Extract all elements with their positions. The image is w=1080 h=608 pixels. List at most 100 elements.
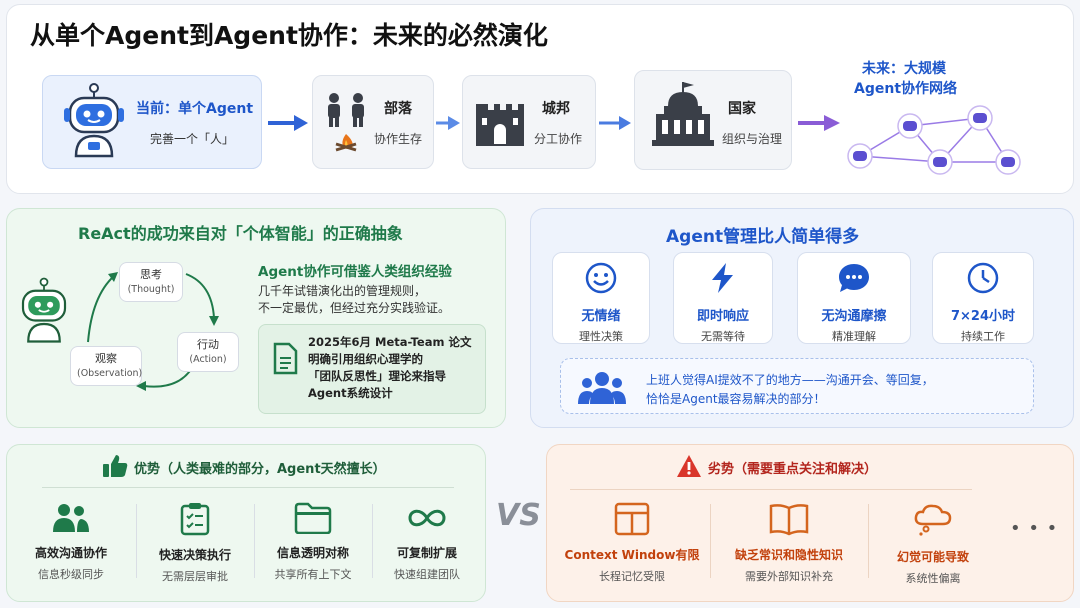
manage-card-24x7: 7×24小时 持续工作 [932,252,1034,344]
checklist-icon [180,503,210,536]
card-title: 无沟通摩擦 [821,309,887,324]
divider [710,504,711,578]
agent-network-icon [847,105,1021,175]
future-title-line1: 未来：大规模 [862,61,946,77]
cycle-node-action: 行动 (Action) [177,332,239,372]
people-campfire-icon [328,93,364,152]
arrow-icon [436,116,460,130]
card-subtitle: 精准理解 [832,330,876,343]
item-title: 高效沟通协作 [34,546,107,560]
card-subtitle: 无需等待 [701,330,745,343]
document-icon [273,342,298,375]
page-title: 从单个Agent到Agent协作：未来的必然演化 [30,21,548,50]
current-stage-title: 当前：单个Agent [136,101,254,117]
item-subtitle: 系统性偏离 [905,572,961,585]
card-subtitle: 理性决策 [579,330,623,343]
lightning-icon [712,263,733,293]
cycle-node-label: 行动 [197,338,219,351]
item-subtitle: 长程记忆受限 [599,570,665,583]
government-building-icon [652,82,714,146]
disadvantages-title: 劣势（需要重点关注和解决） [708,462,878,477]
cycle-node-sub: (Action) [189,354,227,365]
item-title: 缺乏常识和隐性知识 [734,548,843,562]
note-line: 「团队反思性」理论来指导 [308,369,446,383]
stage-title-nation: 国家 [728,101,756,117]
divider [42,487,454,488]
team-icon [53,504,89,532]
card-title: 即时响应 [696,309,749,324]
current-stage-subtitle: 完善一个「人」 [150,132,235,146]
card-subtitle: 持续工作 [961,330,1005,343]
cycle-node-sub: (Observation) [77,368,143,379]
stage-subtitle-nation: 组织与治理 [722,132,783,146]
item-title: 幻觉可能导致 [896,550,969,564]
smile-icon [585,262,617,294]
advantage-item: 信息透明对称 共享所有上下文 [254,502,372,582]
manage-card-instant: 即时响应 无需等待 [673,252,773,344]
thought-bubble-icon [914,504,952,536]
arrow-icon [599,116,631,130]
robot-icon [21,277,67,343]
stage-title-city: 城邦 [542,101,570,117]
manage-note-line: 上班人觉得AI提效不了的地方——沟通开会、等回复， [646,373,934,387]
item-subtitle: 快速组建团队 [394,568,460,581]
note-line: 明确引用组织心理学的 [308,352,423,366]
castle-icon [476,104,524,146]
future-title-line2: Agent协作网络 [854,81,958,97]
window-icon [614,502,650,536]
note-line: Agent系统设计 [308,386,393,400]
advantage-item: 快速决策执行 无需层层审批 [136,502,254,584]
vs-label: VS [496,498,541,533]
divider [136,504,137,578]
clock-icon [967,262,999,294]
folder-icon [294,502,332,535]
team-icon [578,372,626,404]
disadvantages-panel [546,444,1074,602]
arrow-icon [798,115,840,131]
item-title: 信息透明对称 [276,546,349,560]
advantage-item: 可复制扩展 快速组建团队 [368,502,486,582]
manage-title: Agent管理比人简单得多 [666,227,860,247]
divider [868,504,869,578]
react-line: 几千年试错演化出的管理规则， [258,284,427,298]
item-subtitle: 无需层层审批 [162,570,228,583]
item-title: 可复制扩展 [396,546,457,560]
item-title: Context Window有限 [564,548,700,562]
manage-card-no-emotion: 无情绪 理性决策 [552,252,650,344]
advantages-title: 优势（人类最难的部分，Agent天然擅长） [134,462,386,477]
manage-note [560,358,1034,414]
stage-subtitle-city: 分工协作 [534,132,583,146]
disadvantage-item: 幻觉可能导致 系统性偏离 [872,502,994,586]
more-icon: • • • [1010,518,1059,539]
cycle-node-observation: 观察 (Observation) [70,346,142,386]
item-subtitle: 信息秒级同步 [38,568,104,581]
thumbs-up-icon [103,455,128,477]
divider [372,504,373,578]
stage-title-tribe: 部落 [384,101,412,117]
cycle-node-sub: (Thought) [127,284,175,295]
divider [570,489,972,490]
disadvantage-item: Context Window有限 长程记忆受限 [562,502,702,584]
manage-note-line: 恰恰是Agent最容易解决的部分！ [646,392,826,406]
react-line: 不一定最优，但经过充分实践验证。 [258,301,451,315]
warning-icon [677,455,701,477]
cycle-node-label: 思考 [140,268,162,281]
stage-subtitle-tribe: 协作生存 [374,132,423,146]
item-title: 快速决策执行 [158,548,231,562]
advantage-item: 高效沟通协作 信息秒级同步 [12,502,130,582]
item-subtitle: 需要外部知识补充 [745,570,833,583]
infinity-icon [408,509,446,527]
chat-icon [839,264,869,292]
divider [254,504,255,578]
book-icon [769,504,809,536]
disadvantage-item: 缺乏常识和隐性知识 需要外部知识补充 [716,502,862,584]
cycle-node-thought: 思考 (Thought) [119,262,183,302]
card-title: 7×24小时 [950,309,1016,324]
card-title: 无情绪 [581,309,621,324]
cycle-node-label: 观察 [95,352,117,365]
arrow-icon [268,115,308,131]
react-heading: Agent协作可借鉴人类组织经验 [258,264,452,280]
manage-card-no-friction: 无沟通摩擦 精准理解 [797,252,911,344]
robot-icon [64,83,124,158]
note-line: 2025年6月 Meta-Team 论文 [308,335,472,349]
